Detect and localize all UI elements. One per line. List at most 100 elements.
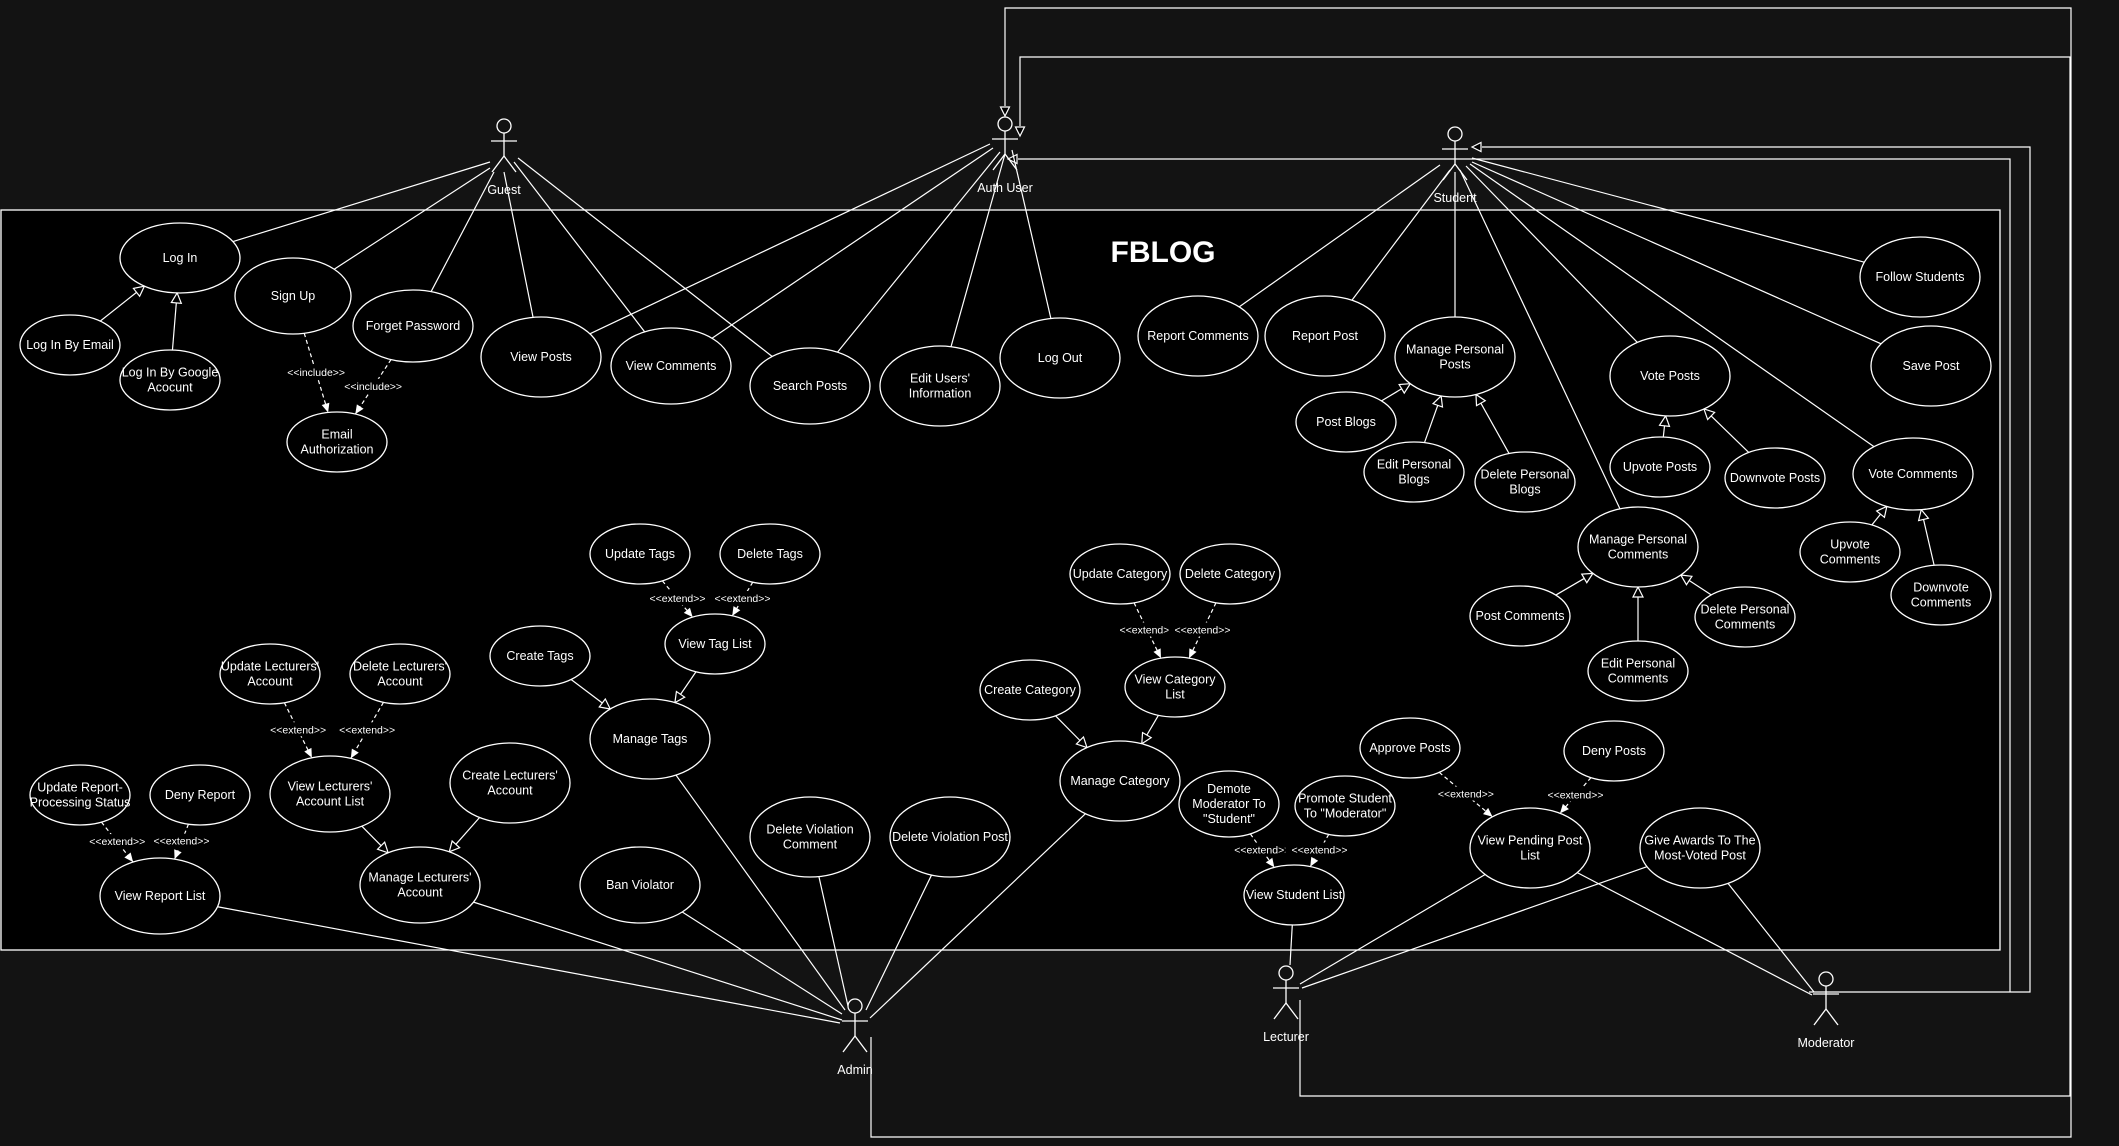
use-case-label: Comments bbox=[1608, 672, 1668, 686]
use-case-label: Log Out bbox=[1038, 351, 1083, 365]
actor-leg bbox=[1454, 163, 1468, 181]
generalization-arrowhead bbox=[1679, 574, 1693, 586]
use-case-label: Edit Users' bbox=[910, 372, 970, 386]
use-case-upvote-posts: Upvote Posts bbox=[1609, 436, 1711, 498]
use-case-ellipse bbox=[1137, 295, 1259, 377]
association-line bbox=[681, 911, 843, 1015]
generalization-arrowhead bbox=[1917, 508, 1930, 522]
use-case-label: Delete Personal bbox=[1481, 468, 1570, 482]
use-case-vote-posts: Vote Posts bbox=[1609, 335, 1731, 417]
include-label: <<include>> bbox=[344, 381, 402, 393]
use-case-label: Email bbox=[321, 428, 352, 442]
use-case-manage-lecturers: Manage Lecturers'Account bbox=[359, 846, 481, 924]
use-case-label: Search Posts bbox=[773, 379, 847, 393]
extend-label: <<extend>> bbox=[714, 593, 770, 605]
use-case-label: Vote Comments bbox=[1869, 467, 1958, 481]
use-case-label: Authorization bbox=[301, 443, 374, 457]
association-line bbox=[1289, 924, 1293, 966]
use-case-downvote-posts: Downvote Posts bbox=[1724, 447, 1826, 509]
use-case-label: Account bbox=[487, 784, 533, 798]
system-title: FBLOG bbox=[1111, 236, 1216, 269]
association-line bbox=[1471, 157, 1865, 263]
actor-guest: Guest bbox=[487, 118, 521, 197]
use-case-label: Upvote Posts bbox=[1623, 460, 1697, 474]
use-case-label: Update Lecturers' bbox=[221, 660, 319, 674]
use-case-view-student-list: View Student List bbox=[1243, 864, 1345, 926]
use-case-edit-users-info: Edit Users'Information bbox=[879, 345, 1001, 427]
actor-head-icon bbox=[997, 116, 1013, 132]
use-case-ellipse bbox=[589, 523, 691, 585]
association-line bbox=[1381, 388, 1402, 402]
use-case-ellipse bbox=[1694, 586, 1796, 648]
association-line bbox=[1662, 425, 1666, 438]
use-case-ellipse bbox=[149, 764, 251, 826]
use-case-label: Create Lecturers' bbox=[462, 769, 557, 783]
use-case-manage-tags: Manage Tags bbox=[589, 698, 711, 780]
use-case-label: Delete Personal bbox=[1701, 603, 1790, 617]
use-case-label: Blogs bbox=[1398, 473, 1429, 487]
use-case-ellipse bbox=[119, 222, 241, 294]
association-line bbox=[1710, 415, 1750, 453]
use-case-view-lecturers-list: View Lecturers'Account List bbox=[269, 755, 391, 833]
association-line bbox=[589, 143, 991, 335]
association-line bbox=[865, 874, 933, 1011]
association-line bbox=[217, 906, 841, 1024]
use-case-ellipse bbox=[1294, 775, 1396, 837]
association-line bbox=[1459, 169, 1621, 510]
use-case-label: Manage Tags bbox=[613, 732, 688, 746]
actor-leg bbox=[854, 1035, 868, 1053]
association-line bbox=[513, 161, 646, 333]
use-case-ellipse bbox=[1069, 543, 1171, 605]
use-case-label: Most-Voted Post bbox=[1654, 849, 1746, 863]
extend-label: <<extend>> bbox=[1234, 845, 1290, 857]
use-case-label: Account bbox=[377, 675, 423, 689]
actor-head-icon bbox=[1818, 971, 1834, 987]
actor-leg bbox=[1442, 163, 1456, 181]
stereotype-label-bg bbox=[1431, 786, 1500, 801]
use-case-log-in: Log In bbox=[119, 222, 241, 294]
use-case-ellipse bbox=[1363, 441, 1465, 503]
use-case-update-report-status: Update Report-Processing Status bbox=[29, 764, 131, 826]
use-case-ellipse bbox=[352, 289, 474, 363]
use-case-label: Processing Status bbox=[30, 796, 131, 810]
generalization-arrowhead bbox=[1398, 382, 1412, 395]
use-case-label: View Report List bbox=[115, 889, 206, 903]
use-case-label: Log In bbox=[163, 251, 198, 265]
use-case-ellipse bbox=[1264, 295, 1386, 377]
association-line bbox=[361, 825, 382, 847]
use-case-log-in-email: Log In By Email bbox=[19, 314, 121, 376]
association-line bbox=[1301, 866, 1648, 989]
use-case-update-category: Update Category bbox=[1069, 543, 1171, 605]
association-line bbox=[1011, 149, 1052, 319]
use-case-label: Deny Report bbox=[165, 788, 236, 802]
use-case-label: Account bbox=[397, 886, 443, 900]
use-case-manage-category: Manage Category bbox=[1059, 740, 1181, 822]
generalization-arrowhead bbox=[132, 285, 146, 298]
use-case-ellipse bbox=[1394, 316, 1516, 398]
actor-label: Student bbox=[1433, 191, 1477, 205]
use-case-label: Delete Lecturers' bbox=[353, 660, 447, 674]
association-line bbox=[1471, 161, 1882, 345]
use-case-label: Log In By Email bbox=[26, 338, 114, 352]
use-case-ellipse bbox=[1609, 335, 1731, 417]
use-case-log-out: Log Out bbox=[999, 317, 1121, 399]
association-line bbox=[869, 813, 1086, 1019]
use-case-ellipse bbox=[1799, 521, 1901, 583]
generalization-arrowhead bbox=[1658, 414, 1671, 428]
use-case-ellipse bbox=[1563, 720, 1665, 782]
use-case-ellipse bbox=[359, 846, 481, 924]
dependency-arrowhead bbox=[683, 607, 693, 618]
use-case-view-tag-list: View Tag List bbox=[664, 613, 766, 675]
